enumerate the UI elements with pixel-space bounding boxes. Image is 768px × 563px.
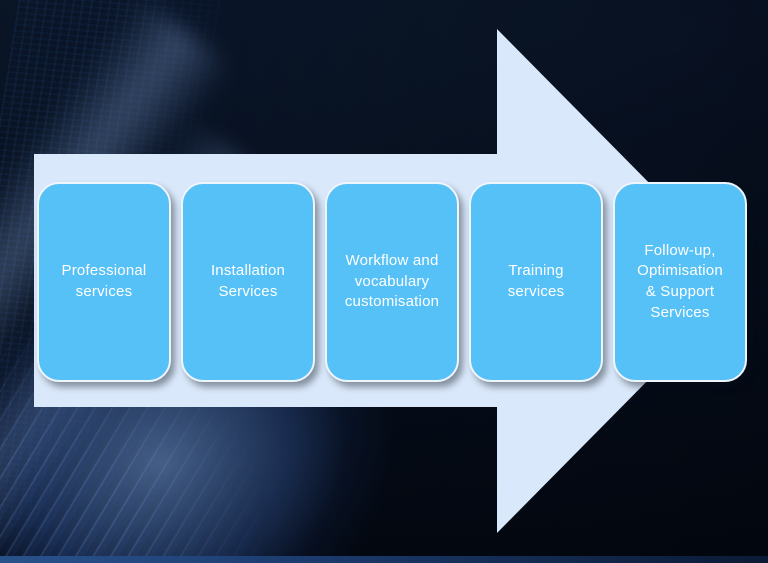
process-step-label: Installation Services: [210, 262, 286, 300]
background-bottom-strip: [0, 556, 768, 563]
process-step-label: Follow-up, Optimisation & Support Servic…: [637, 241, 723, 321]
process-step-box-3: Workflow and vocabulary customisation: [325, 182, 459, 382]
process-step-box-2: Installation Services: [181, 182, 315, 382]
process-step-box-1: Professional services: [37, 182, 171, 382]
process-step-label: Training services: [507, 262, 565, 300]
process-step-label: Workflow and vocabulary customisation: [344, 251, 440, 311]
process-step-label: Professional services: [61, 262, 147, 300]
process-step-box-4: Training services: [469, 182, 603, 382]
process-step-box-5: Follow-up, Optimisation & Support Servic…: [613, 182, 747, 382]
